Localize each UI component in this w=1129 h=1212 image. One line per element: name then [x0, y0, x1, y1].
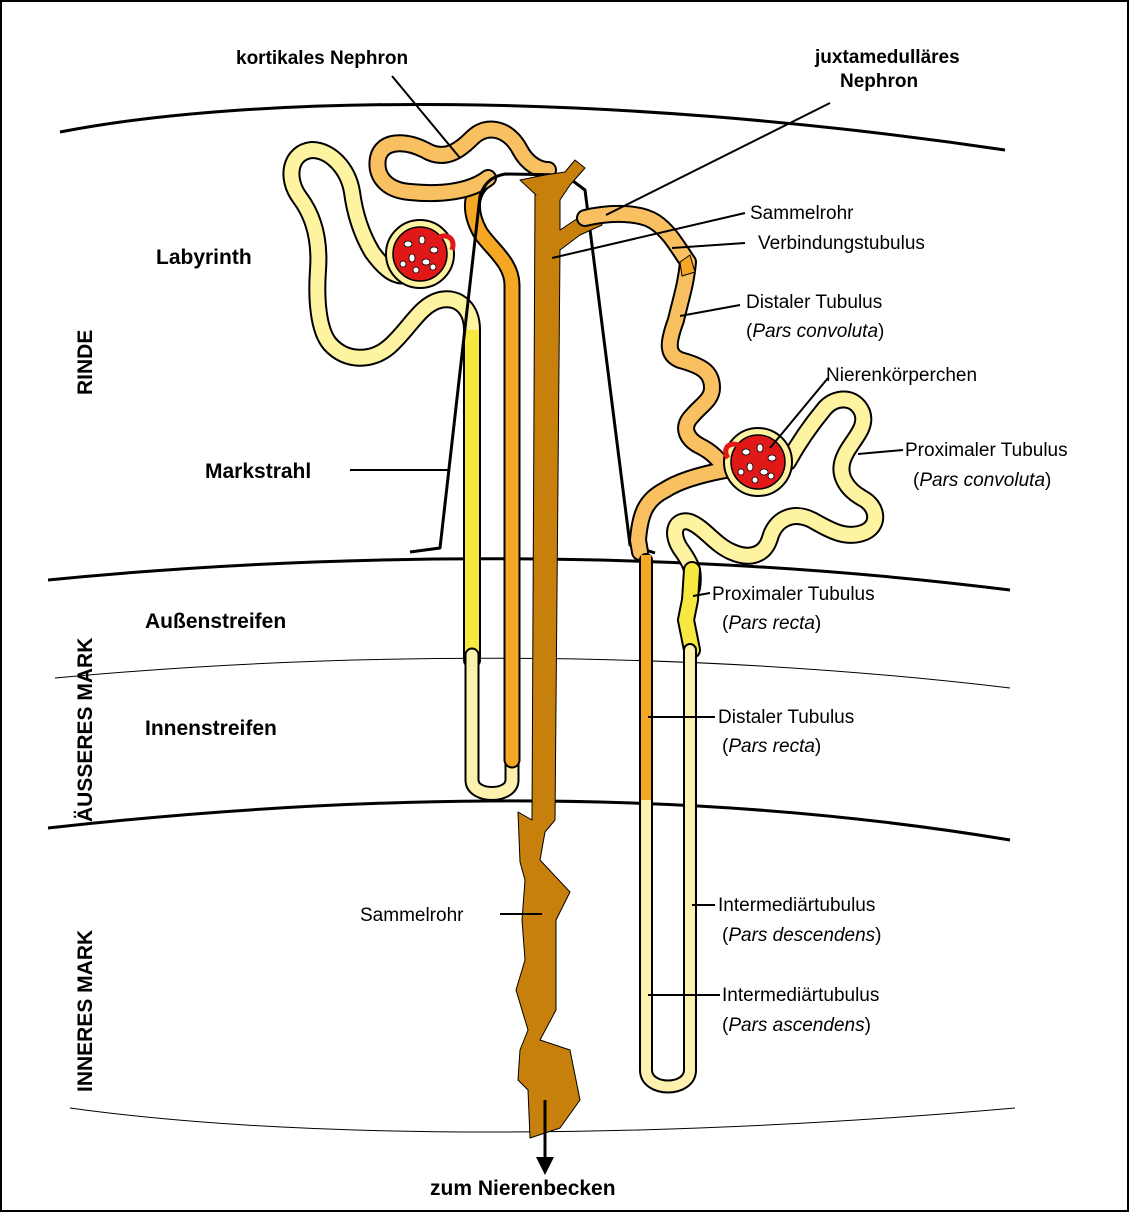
intermediate-asc-label: Intermediärtubulus	[722, 985, 879, 1006]
intermediate-desc-pars: (Pars descendens)	[722, 925, 881, 946]
distal-tubule-convoluta-label: Distaler Tubulus	[746, 292, 882, 313]
distal-tubule-convoluta-pars: (Pars convoluta)	[746, 321, 884, 342]
intermediate-asc-pars: (Pars ascendens)	[722, 1015, 871, 1036]
cortical-proximal-convoluted-fill	[291, 150, 472, 660]
proximal-tubule-convoluta-pars: (Pars convoluta)	[913, 470, 1051, 491]
region-labyrinth-label: Labyrinth	[156, 246, 252, 269]
proximal-tubule-convoluta-label: Proximaler Tubulus	[905, 440, 1068, 461]
collecting-duct-lower-label: Sammelrohr	[360, 905, 464, 926]
intermediate-asc-pars-text: Pars ascendens	[728, 1015, 865, 1036]
proximal-tubule-recta-pars-text: Pars recta	[728, 613, 815, 634]
proximal-tubule-recta-label: Proximaler Tubulus	[712, 584, 875, 605]
zone-inner-medulla-label: INNERES MARK	[74, 930, 97, 1092]
distal-tubule-recta-label: Distaler Tubulus	[718, 707, 854, 728]
medullary-ray-outline	[410, 174, 655, 553]
intermediate-desc-label: Intermediärtubulus	[718, 895, 875, 916]
cortex-top-boundary	[60, 104, 1005, 150]
connecting-tubule-label: Verbindungstubulus	[758, 233, 925, 254]
distal-tubule-recta-pars-text: Pars recta	[728, 736, 815, 757]
region-inner-stripe-label: Innenstreifen	[145, 717, 277, 740]
region-outer-stripe-label: Außenstreifen	[145, 610, 286, 633]
zone-cortex-label: RINDE	[74, 330, 97, 395]
juxtamedullary-nephron-label-line2: Nephron	[840, 71, 918, 92]
distal-tubule-convoluta-pars-text: Pars convoluta	[752, 321, 878, 342]
to-renal-pelvis-label: zum Nierenbecken	[430, 1177, 616, 1200]
intermediate-desc-pars-text: Pars descendens	[728, 925, 875, 946]
zone-outer-medulla-label: ÄUSSERES MARK	[74, 638, 97, 822]
collecting-duct	[516, 160, 602, 1138]
distal-tubule-recta-pars: (Pars recta)	[722, 736, 821, 757]
cortical-nephron-label: kortikales Nephron	[236, 48, 408, 69]
juxta-proximal-convoluted-fill	[675, 399, 875, 588]
juxta-proximal-straight-fill	[686, 570, 692, 650]
renal-corpuscle-label: Nierenkörperchen	[826, 365, 977, 386]
collecting-duct-upper-label: Sammelrohr	[750, 203, 854, 224]
region-medullary-ray-label: Markstrahl	[205, 460, 311, 483]
proximal-tubule-convoluta-pars-text: Pars convoluta	[919, 470, 1045, 491]
proximal-tubule-recta-pars: (Pars recta)	[722, 613, 821, 634]
juxtamedullary-nephron-label-line1: juxtamedulläres	[814, 47, 960, 68]
